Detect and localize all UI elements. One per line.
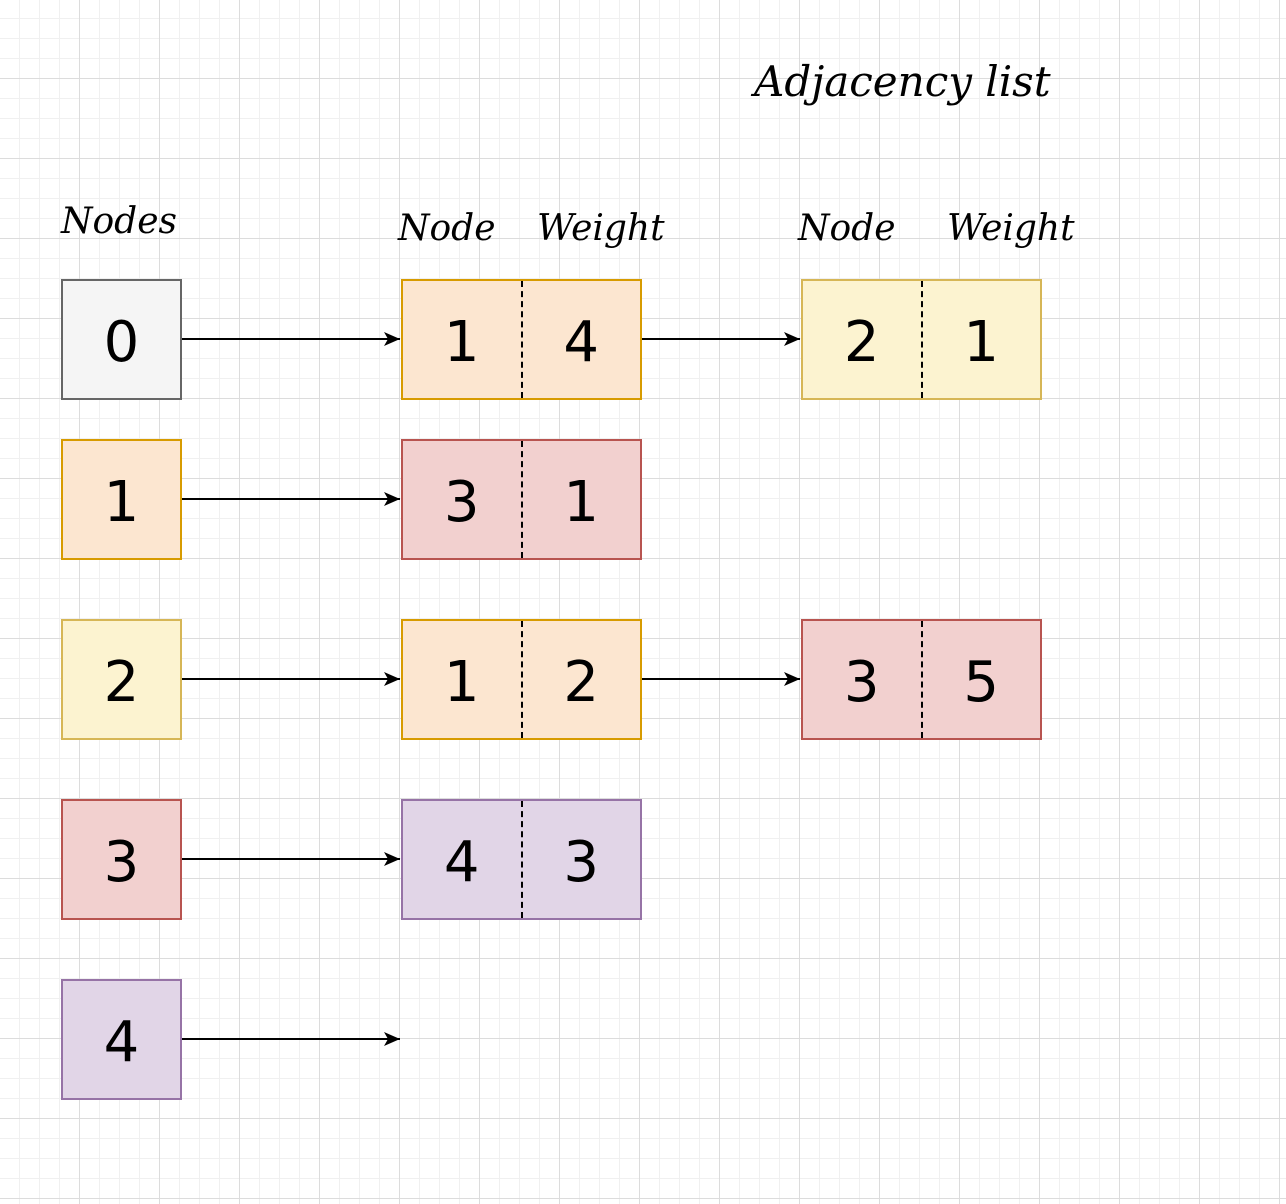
diagram-title: Adjacency list [754,57,1051,106]
edge-node-cell: 1 [443,310,480,375]
weight-column-header-2: Weight [947,208,1075,249]
edge-entry-1-0: 3 1 [401,439,642,560]
edge-entry-0-0: 1 4 [401,279,642,400]
edge-entry-2-0: 1 2 [401,619,642,740]
edge-node-cell: 3 [443,470,480,535]
node-label: 4 [103,1010,140,1075]
edge-node-cell: 3 [843,650,880,715]
weight-column-header: Weight [537,208,665,249]
node-box-0: 0 [61,279,182,400]
edge-entry-0-1: 2 1 [801,279,1042,400]
edge-weight-cell: 3 [520,801,641,918]
node-box-4: 4 [61,979,182,1100]
edge-weight-cell: 4 [520,281,641,398]
edge-entry-2-1: 3 5 [801,619,1042,740]
edge-weight-cell: 1 [920,281,1041,398]
edge-node-cell: 4 [443,830,480,895]
edge-weight-cell: 2 [520,621,641,738]
edge-entry-3-0: 4 3 [401,799,642,920]
node-label: 3 [103,830,140,895]
node-box-3: 3 [61,799,182,920]
node-column-header-2: Node [798,208,896,249]
edge-weight-cell: 5 [920,621,1041,738]
edge-node-cell: 1 [443,650,480,715]
edge-weight-cell: 1 [520,441,641,558]
node-label: 2 [103,650,140,715]
node-label: 1 [103,470,140,535]
nodes-column-header: Nodes [61,201,177,242]
node-label: 0 [103,310,140,375]
node-box-2: 2 [61,619,182,740]
node-column-header: Node [398,208,496,249]
edge-node-cell: 2 [843,310,880,375]
node-box-1: 1 [61,439,182,560]
